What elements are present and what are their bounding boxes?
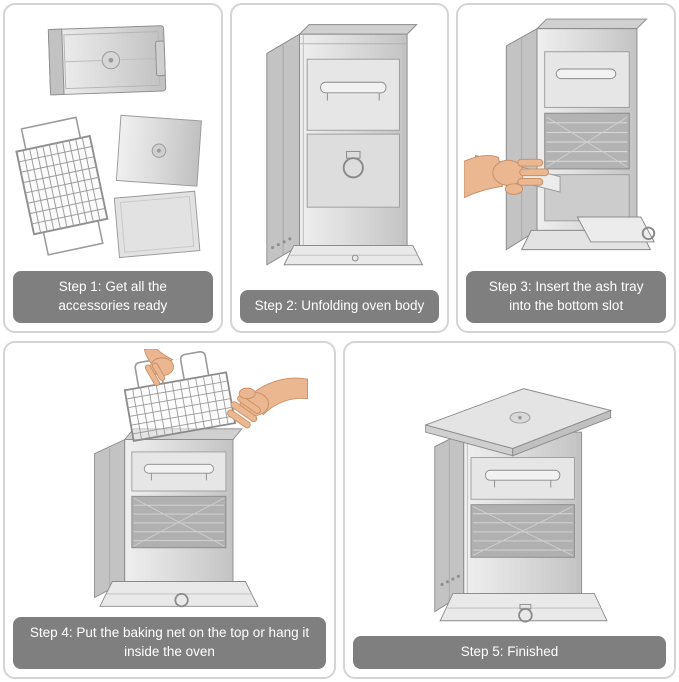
ring-pull [173, 593, 189, 608]
oven-body-image [265, 24, 423, 266]
step3-illustration [458, 5, 674, 271]
ash-tray-insert-image [464, 18, 656, 251]
hand [464, 154, 550, 199]
baking-net [123, 350, 236, 442]
step5-illustration [345, 343, 674, 636]
door-handle [556, 68, 617, 80]
step2-illustration [232, 5, 448, 290]
step4-illustration [5, 343, 334, 617]
finished-oven-image [423, 387, 612, 623]
ring-pull [342, 157, 364, 179]
ash-tray-plate [113, 190, 201, 259]
step4-caption: Step 4: Put the baking net on the top or… [13, 617, 326, 669]
door-handle [484, 469, 560, 481]
folded-stove [47, 25, 167, 96]
right-hand [226, 377, 308, 429]
row-top: Step 1: Get all the accessories ready [3, 3, 676, 333]
ring-pull [517, 607, 533, 623]
step-panel-1: Step 1: Get all the accessories ready [3, 3, 223, 333]
row-bottom: Step 4: Put the baking net on the top or… [3, 341, 676, 679]
step1-illustration [5, 5, 221, 271]
oven-body [93, 428, 259, 608]
grill-net [15, 116, 109, 256]
accessories-image [15, 25, 202, 259]
step1-caption: Step 1: Get all the accessories ready [13, 271, 213, 323]
step3-caption: Step 3: Insert the ash tray into the bot… [466, 271, 666, 323]
step2-caption: Step 2: Unfolding oven body [239, 290, 440, 323]
left-hand [143, 349, 174, 387]
oven-lid [423, 387, 612, 456]
ash-tray [576, 216, 656, 243]
door-handle [143, 463, 214, 474]
oven-body [265, 24, 423, 266]
ash-tray [438, 592, 608, 621]
oven-body [506, 18, 656, 251]
vent-plate [115, 114, 202, 187]
door-handle [319, 81, 387, 94]
ring-pull [642, 226, 656, 241]
step-panel-4: Step 4: Put the baking net on the top or… [3, 341, 336, 679]
step-panel-5: Step 5: Finished [343, 341, 676, 679]
step-panel-3: Step 3: Insert the ash tray into the bot… [456, 3, 676, 333]
baking-net-image [93, 349, 308, 608]
oven-body [433, 430, 608, 623]
step-panel-2: Step 2: Unfolding oven body [229, 3, 450, 333]
step5-caption: Step 5: Finished [353, 636, 666, 669]
